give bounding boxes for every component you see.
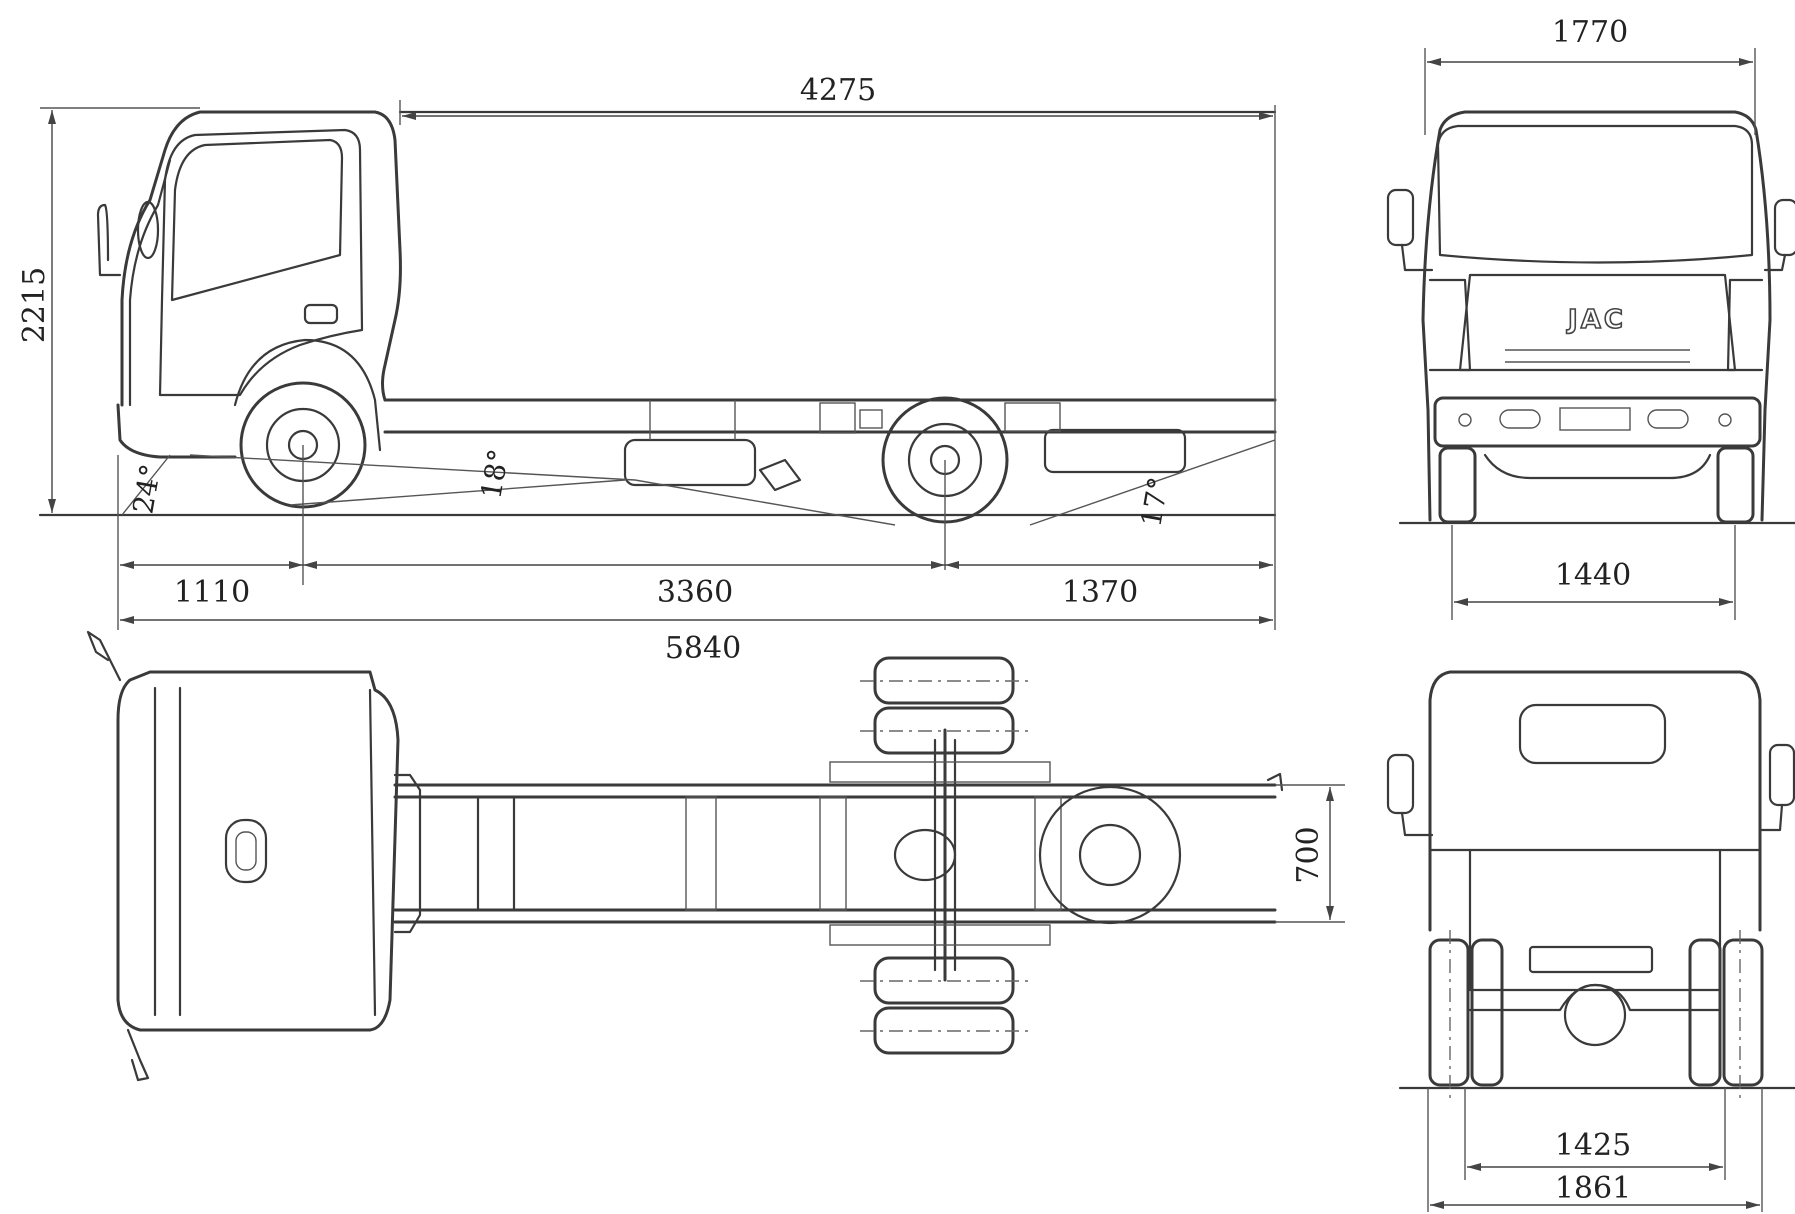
rear-view (1386, 670, 1795, 1212)
top-view (86, 630, 1284, 1082)
front-view: JAC (1386, 48, 1795, 620)
dim-wheelbase: 3360 (657, 575, 733, 610)
dim-cab-width: 1770 (1552, 15, 1628, 50)
dim-overall-length: 5840 (665, 631, 741, 666)
front-view-dimensions: 1770 1440 (1427, 15, 1753, 606)
dim-rear-width: 1861 (1555, 1171, 1631, 1206)
angle-approach: 24° (126, 462, 167, 517)
dim-rear-track: 1425 (1555, 1128, 1631, 1163)
rear-view-dimensions: 1425 1861 (1430, 1128, 1760, 1209)
side-view (38, 100, 1277, 630)
dim-cargo-length: 4275 (800, 73, 876, 108)
brand-logo: JAC (1566, 305, 1626, 335)
top-view-dimensions: 700 (1275, 784, 1345, 923)
dim-front-track: 1440 (1555, 558, 1631, 593)
angle-ramp: 18° (474, 447, 515, 502)
angle-departure: 17° (1134, 475, 1175, 530)
side-view-dimensions: 4275 2215 1110 3360 1370 5840 24° 18° 17… (17, 73, 1273, 666)
dim-rear-overhang: 1370 (1062, 575, 1138, 610)
dim-frame-width: 700 (1291, 826, 1326, 883)
dim-front-overhang: 1110 (174, 575, 250, 610)
dim-overall-height: 2215 (17, 267, 52, 343)
